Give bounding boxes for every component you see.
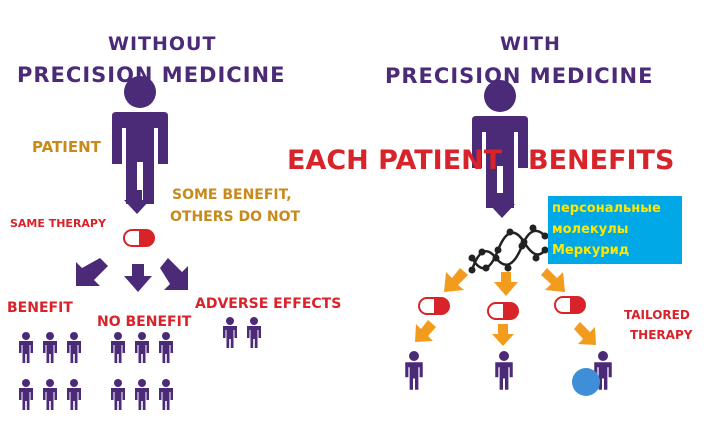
orange-arrow-2 <box>494 272 518 296</box>
orange-arrow-5 <box>492 324 514 346</box>
patient-figure-left <box>112 76 168 204</box>
blue-dot <box>572 368 600 396</box>
left-title-line2: PRECISION MEDICINE <box>17 63 286 87</box>
outcome-no-benefit: NO BENEFIT <box>97 314 192 330</box>
arrow-diag-left <box>76 258 108 286</box>
headline-benefits: BENEFITS <box>528 145 675 176</box>
outcome-figure-1 <box>405 351 423 390</box>
right-title-line2: PRECISION MEDICINE <box>385 64 654 88</box>
pill-right-3 <box>554 296 586 314</box>
orange-arrow-3 <box>541 268 565 292</box>
outcome-figure-2 <box>495 351 513 390</box>
tailored-label-line2: THERAPY <box>630 328 693 342</box>
group-no-benefit <box>111 332 173 410</box>
group-benefit <box>19 332 81 410</box>
therapy-label: SAME THERAPY <box>10 217 106 230</box>
arrow-diag-right <box>160 258 188 290</box>
group-adverse <box>223 317 261 348</box>
banner-line3: Меркурид <box>552 243 630 258</box>
headline-each-patient: EACH PATIENT <box>287 145 503 176</box>
overlay-banner: персональные молекулы Меркурид <box>548 196 682 264</box>
banner-line1: персональные <box>552 201 661 216</box>
pill-left <box>123 229 155 247</box>
pill-right-2 <box>487 302 519 320</box>
arrow-down-left <box>124 190 150 214</box>
outcome-adverse: ADVERSE EFFECTS <box>195 296 342 312</box>
arrow-down-center <box>124 264 152 292</box>
tailored-label-line1: TAILORED <box>624 308 690 322</box>
right-title-line1: WITH <box>500 33 561 55</box>
patient-label: PATIENT <box>32 138 101 156</box>
orange-arrow-6 <box>574 322 596 345</box>
orange-arrow-1 <box>444 268 468 292</box>
patient-figure-right <box>472 80 528 208</box>
note-line2: OTHERS DO NOT <box>170 209 301 225</box>
arrow-down-right <box>489 193 515 218</box>
dna-helix-icon <box>468 224 549 274</box>
banner-line2: молекулы <box>552 222 629 237</box>
orange-arrow-4 <box>415 320 436 342</box>
pill-right-1 <box>418 297 450 315</box>
outcome-benefit: BENEFIT <box>7 300 73 316</box>
left-title-line1: WITHOUT <box>108 33 217 55</box>
note-line1: SOME BENEFIT, <box>172 187 292 203</box>
